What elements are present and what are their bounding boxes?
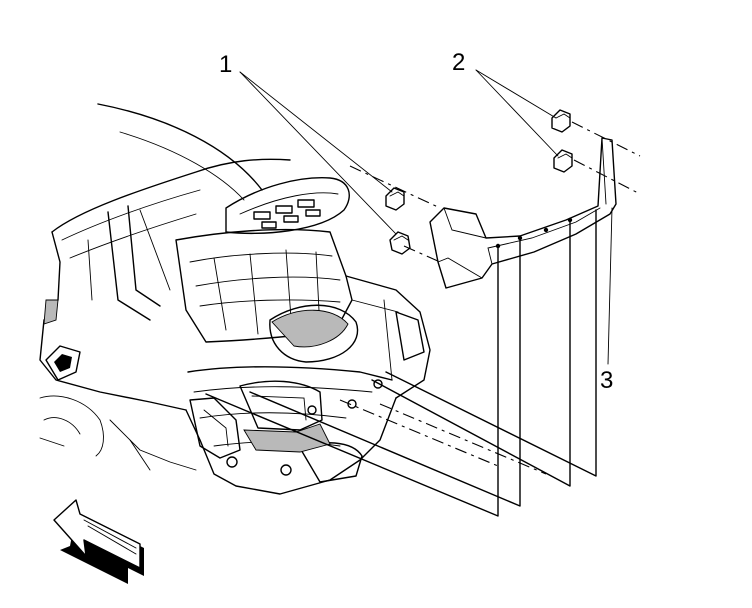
- fuel-door: [45, 345, 81, 381]
- trunk-lid-brackets: [253, 199, 321, 229]
- callout-label-3: 3: [600, 367, 613, 394]
- body-shading: [43, 299, 349, 453]
- stud-centerlines: [349, 121, 641, 263]
- nut-2-lower: [553, 149, 573, 173]
- nut-2-upper: [551, 109, 571, 133]
- vehicle-rear-body: [39, 103, 431, 495]
- callout-leaders: [239, 69, 613, 365]
- callout-label-1: 1: [219, 51, 232, 78]
- vehicle-mounting-studs: [226, 379, 383, 476]
- assembly-alignment-lines: [205, 209, 597, 517]
- nut-1-upper: [385, 187, 405, 211]
- callout-label-2: 2: [452, 49, 465, 76]
- bumper-reinforcement: [429, 137, 617, 289]
- front-direction-arrow-icon: [53, 499, 144, 584]
- nut-1-lower: [389, 231, 411, 255]
